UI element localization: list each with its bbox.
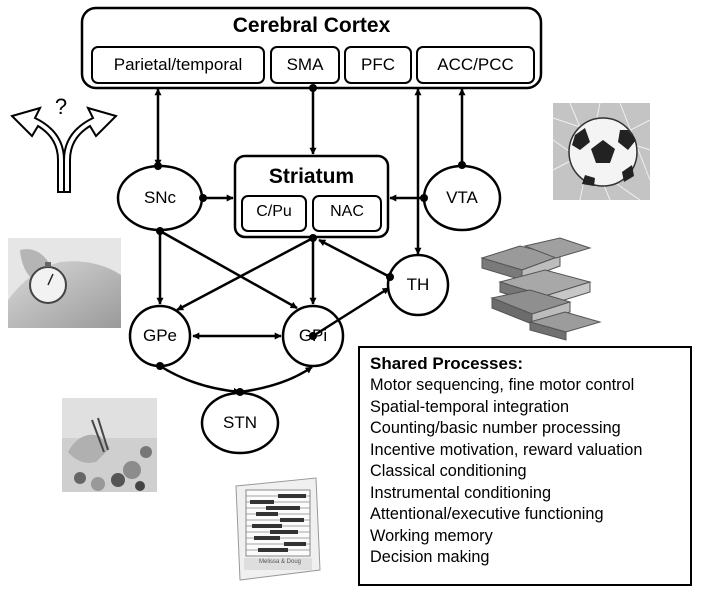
striatum-nac-label: NAC [330, 203, 364, 220]
th-node [386, 253, 450, 317]
cortex-region-label: PFC [361, 55, 395, 74]
cortex-region-parietal-temporal [91, 46, 265, 84]
shared-process-item: Attentional/executive functioning [370, 505, 604, 523]
soccer-ball-photo [552, 102, 651, 201]
shared-process-item: Motor sequencing, fine motor control [370, 376, 635, 394]
cortex-region-pfc [344, 46, 412, 84]
cortex-title: Cerebral Cortex [232, 14, 391, 37]
striatum-title: Striatum [268, 165, 355, 188]
edge-gpi-th [312, 286, 390, 338]
stn-label: STN [223, 413, 257, 432]
cortex-region-label: Parietal/temporal [113, 55, 243, 74]
striatum-cpu-label: C/Pu [256, 203, 292, 220]
th-label: TH [406, 275, 430, 294]
abacus-brand-text: Melissa & Doug [258, 559, 302, 565]
edge-gpe-stn [159, 364, 241, 395]
vta-label: VTA [446, 188, 478, 207]
striatum-cpu-box [241, 195, 307, 232]
fork-arrows-icon [10, 106, 118, 193]
stopwatch-photo [8, 238, 121, 328]
question-mark-icon: ? [54, 94, 68, 119]
striatum-nac-box [312, 195, 382, 232]
child-sorting-photo [62, 398, 157, 492]
shared-processes-box: Shared Processes: Motor sequencing, fine… [358, 346, 692, 586]
snc-label: SNc [143, 188, 177, 207]
shared-process-item: Instrumental conditioning [370, 483, 552, 502]
cortex-region-acc-pcc [416, 46, 535, 84]
money-stacks-photo [480, 237, 602, 341]
abacus-photo [235, 477, 321, 581]
shared-process-item: Spatial-temporal integration [370, 397, 570, 416]
shared-process-item: Incentive motivation, reward valuation [370, 440, 643, 459]
shared-process-item: Counting/basic number processing [370, 419, 621, 437]
shared-process-item: Classical conditioning [370, 462, 527, 480]
edge-striatum-gpe [176, 236, 314, 312]
cortex-region-label: SMA [286, 55, 324, 74]
gpi-label: GPi [298, 326, 328, 345]
shared-process-item: Working memory [370, 526, 493, 545]
cortex-region-sma [270, 46, 340, 84]
shared-process-item: Decision making [370, 548, 490, 566]
edge-stn-gpi [239, 365, 313, 394]
gpe-label: GPe [142, 326, 178, 345]
edge-snc-gpi [159, 229, 298, 310]
edge-th-striatum [318, 238, 391, 279]
shared-processes-heading: Shared Processes: [370, 354, 524, 373]
cortex-region-label: ACC/PCC [437, 55, 514, 74]
